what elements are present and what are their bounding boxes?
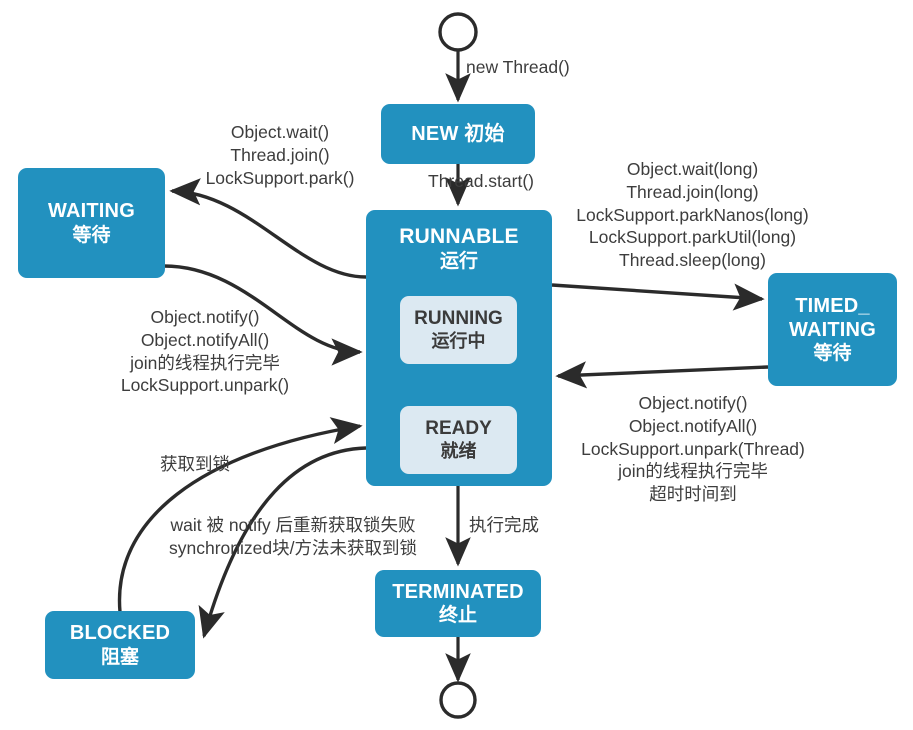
node-timed-waiting-label-en-2: WAITING <box>789 318 876 341</box>
node-running[interactable]: RUNNING 运行中 <box>400 296 517 364</box>
node-runnable-label-en: RUNNABLE <box>399 225 519 248</box>
edge-label-line: LockSupport.parkNanos(long) <box>576 204 809 225</box>
node-new-label: NEW 初始 <box>411 122 505 145</box>
start-terminal-circle <box>438 12 478 52</box>
node-blocked[interactable]: BLOCKED 阻塞 <box>45 611 195 679</box>
edge-label-line: LockSupport.unpark() <box>120 375 290 396</box>
edge-label-line: Object.wait() <box>230 122 330 142</box>
node-timed-waiting-label-en-1: TIMED_ <box>795 294 870 317</box>
edge-label-line: Object.notify() <box>150 307 260 327</box>
node-blocked-label-cn: 阻塞 <box>100 646 139 668</box>
node-terminated[interactable]: TERMINATED 终止 <box>375 570 541 637</box>
edge-label-timed-waiting-to-runnable: Object.notify()Object.notifyAll()LockSup… <box>548 392 838 506</box>
edge-label-new-thread: new Thread() <box>466 57 570 77</box>
node-waiting[interactable]: WAITING 等待 <box>18 168 165 278</box>
edge-label-line: join的线程执行完毕 <box>618 461 768 482</box>
node-running-label-en: RUNNING <box>414 307 503 329</box>
node-ready[interactable]: READY 就绪 <box>400 406 517 474</box>
end-terminal-circle <box>439 681 477 719</box>
edge-label-thread-start: Thread.start() <box>428 171 534 191</box>
edge-label-line: LockSupport.park() <box>205 167 355 188</box>
node-running-label-cn: 运行中 <box>431 330 486 351</box>
edge-label-line: LockSupport.parkUtil(long) <box>588 227 797 248</box>
node-timed-waiting[interactable]: TIMED_ WAITING 等待 <box>768 273 897 386</box>
edge-label-runnable-to-timed-waiting: Object.wait(long)Thread.join(long)LockSu… <box>555 158 830 272</box>
edge-label-line: wait 被 notify 后重新获取锁失败 <box>170 515 416 535</box>
edge-label-line: 超时时间到 <box>649 484 737 504</box>
edge-label-runnable-to-terminated: 执行完成 <box>469 515 539 535</box>
node-terminated-label-cn: 终止 <box>438 605 477 627</box>
edge-label-line: Object.notifyAll() <box>140 329 270 350</box>
node-blocked-label-en: BLOCKED <box>69 622 171 645</box>
edge-label-line: Thread.join() <box>230 144 330 165</box>
edge-label-line: LockSupport.unpark(Thread) <box>581 438 805 459</box>
edge-label-blocked-to-runnable: 获取到锁 <box>160 454 230 474</box>
edge-runnable-to-blocked <box>198 446 367 639</box>
node-terminated-label-en: TERMINATED <box>392 580 524 603</box>
edge-label-runnable-to-waiting: Object.wait()Thread.join()LockSupport.pa… <box>195 121 365 189</box>
edge-runnable-to-waiting <box>169 178 367 279</box>
edge-label-line: Thread.join(long) <box>626 181 759 202</box>
edge-label-line: join的线程执行完毕 <box>130 352 280 373</box>
edge-label-waiting-to-runnable: Object.notify()Object.notifyAll()join的线程… <box>110 306 300 397</box>
edge-label-line: Object.notifyAll() <box>628 415 758 436</box>
node-new[interactable]: NEW 初始 <box>381 104 535 164</box>
node-runnable-label-cn: 运行 <box>439 250 478 272</box>
edge-timed-waiting-to-runnable <box>555 361 769 389</box>
edge-runnable-to-timed-waiting <box>551 283 765 311</box>
node-waiting-label-cn: 等待 <box>72 224 111 246</box>
edge-label-line: Object.wait(long) <box>626 159 759 179</box>
edge-waiting-to-runnable <box>163 264 363 366</box>
node-timed-waiting-label-cn: 等待 <box>813 343 852 365</box>
node-ready-label-cn: 就绪 <box>440 440 477 461</box>
node-waiting-label-en: WAITING <box>48 200 135 223</box>
node-ready-label-en: READY <box>425 417 492 439</box>
edge-label-line: synchronized块/方法未获取到锁 <box>169 537 417 558</box>
edge-blocked-to-runnable <box>117 417 363 613</box>
edge-label-line: Thread.sleep(long) <box>619 250 766 270</box>
edge-label-line: Object.notify() <box>638 393 748 413</box>
